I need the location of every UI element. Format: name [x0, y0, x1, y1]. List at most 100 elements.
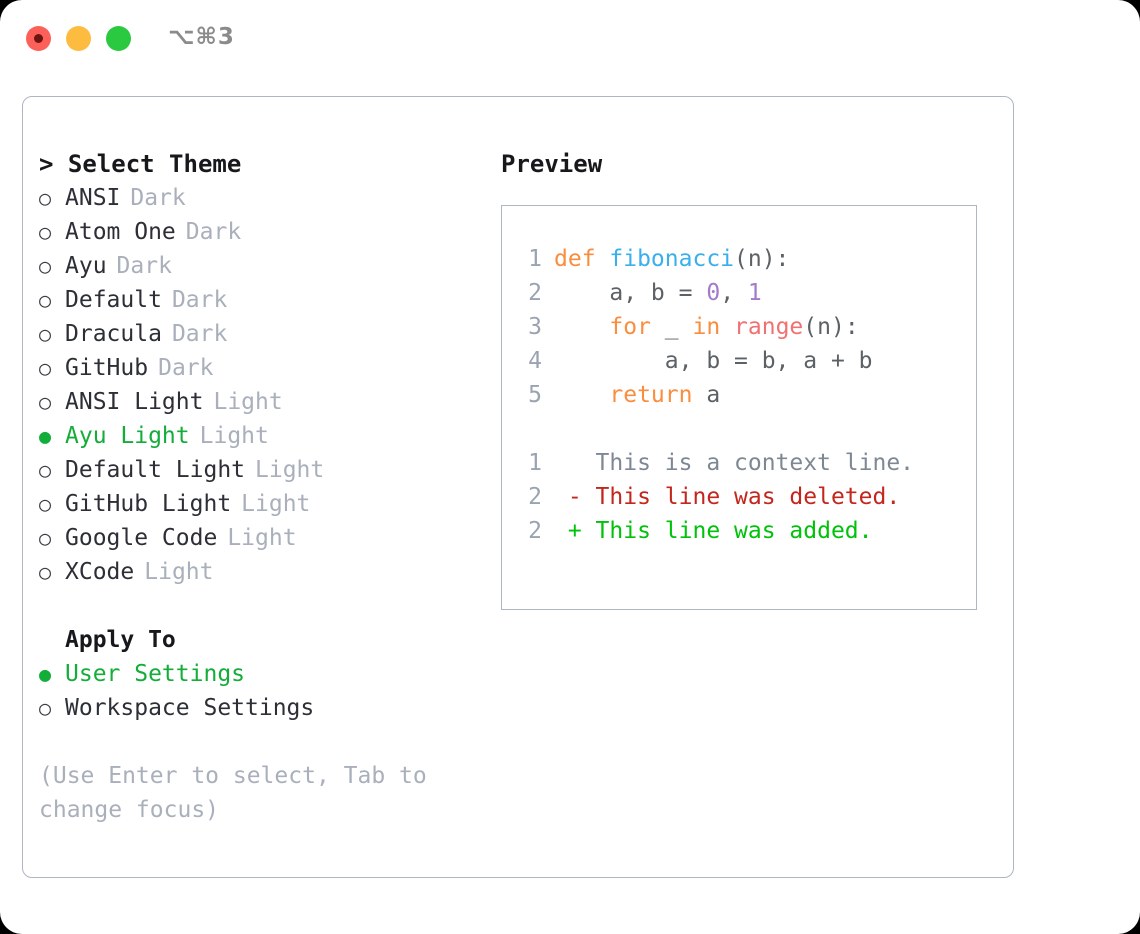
code-text: a, b = 0, 1	[554, 276, 762, 310]
code-token-call: range	[734, 314, 804, 340]
radio-unselected-icon: ○	[39, 560, 52, 584]
theme-option-row[interactable]: ○ GitHub Dark	[39, 351, 509, 385]
radio-unselected-icon: ○	[39, 220, 52, 244]
title-bar: ⌥⌘3	[0, 0, 1140, 78]
code-text: return a	[554, 378, 720, 412]
line-number: 3	[528, 314, 542, 340]
code-token-plain: (n):	[803, 314, 859, 340]
diff-text-del: - This line was deleted.	[554, 484, 901, 510]
theme-option-label: ANSI	[65, 185, 121, 211]
radio-unselected-icon: ○	[39, 696, 52, 720]
code-token-plain	[554, 314, 609, 340]
code-line: 2 a, b = 0, 1	[514, 276, 976, 310]
code-token-plain: ,	[720, 280, 748, 306]
apply-to-heading: Apply To	[65, 627, 176, 653]
theme-option-variant: Light	[255, 457, 325, 483]
radio-selected-icon: ●	[39, 662, 52, 686]
theme-option-label: GitHub	[65, 355, 149, 381]
code-line: 4 a, b = b, a + b	[514, 344, 976, 378]
code-token-plain: a, b = b, a + b	[554, 348, 873, 374]
theme-option-row[interactable]: ○ GitHub Light Light	[39, 487, 509, 521]
line-number: 1	[528, 246, 542, 272]
apply-to-option-row[interactable]: ●User Settings	[39, 657, 509, 691]
theme-option-row[interactable]: ○ Ayu Dark	[39, 249, 509, 283]
window-controls	[26, 26, 131, 51]
theme-option-label: Default Light	[65, 457, 246, 483]
code-token-kw: def	[554, 246, 610, 272]
close-button[interactable]	[26, 26, 51, 51]
radio-unselected-icon: ○	[39, 254, 52, 278]
code-token-fn: fibonacci	[609, 246, 735, 272]
line-number: 1	[528, 450, 542, 476]
code-token-plain: _	[650, 314, 693, 340]
code-text: a, b = b, a + b	[554, 344, 873, 378]
code-token-num: 1	[747, 280, 762, 306]
keyboard-shortcut-label: ⌥⌘3	[168, 24, 235, 50]
theme-option-label: XCode	[65, 559, 135, 585]
line-number: 2	[528, 280, 542, 306]
theme-option-row[interactable]: ○ ANSI Light Light	[39, 385, 509, 419]
theme-option-variant: Dark	[171, 287, 228, 313]
theme-option-variant: Dark	[171, 321, 228, 347]
theme-option-label: ANSI Light	[65, 389, 204, 415]
diff-line: 1 This is a context line.	[514, 446, 976, 480]
code-text: def fibonacci(n):	[554, 242, 789, 276]
code-token-plain: (n):	[734, 246, 790, 272]
radio-unselected-icon: ○	[39, 526, 52, 550]
diff-line: 2 + This line was added.	[514, 514, 976, 548]
theme-option-variant: Dark	[130, 185, 186, 211]
theme-option-row[interactable]: ○ Dracula Dark	[39, 317, 509, 351]
code-token-plain: a, b =	[554, 280, 707, 306]
apply-to-option-row[interactable]: ○ Workspace Settings	[39, 691, 509, 725]
code-text: for _ in range(n):	[554, 310, 859, 344]
radio-unselected-icon: ○	[39, 322, 52, 346]
theme-option-label: Ayu Light	[65, 423, 190, 449]
apply-to-list: ●User Settings ○ Workspace Settings	[39, 657, 509, 725]
theme-option-variant: Light	[144, 559, 214, 585]
theme-option-variant: Dark	[158, 355, 214, 381]
line-number: 5	[528, 382, 542, 408]
theme-option-variant: Light	[241, 491, 311, 517]
theme-option-row[interactable]: ○ XCode Light	[39, 555, 509, 589]
theme-option-variant: Dark	[116, 253, 172, 279]
theme-option-variant: Light	[227, 525, 297, 551]
theme-option-variant: Dark	[185, 219, 242, 245]
radio-unselected-icon: ○	[39, 288, 52, 312]
code-line: 3 for _ in range(n):	[514, 310, 976, 344]
line-number: 2	[528, 518, 542, 544]
code-token-kw: in	[692, 314, 721, 340]
theme-option-label: GitHub Light	[65, 491, 232, 517]
diff-sample: 1 This is a context line. 2 - This line w…	[514, 446, 976, 548]
code-token-plain	[720, 314, 734, 340]
radio-unselected-icon: ○	[39, 356, 52, 380]
theme-option-label: Ayu	[65, 253, 107, 279]
radio-selected-icon: ●	[39, 424, 52, 448]
radio-unselected-icon: ○	[39, 492, 52, 516]
apply-to-option-label: Workspace Settings	[65, 695, 315, 721]
line-number: 4	[528, 348, 542, 374]
select-theme-heading: > Select Theme	[39, 150, 242, 178]
code-token-plain: a	[692, 382, 721, 408]
code-token-kw: return	[609, 382, 693, 408]
zoom-button[interactable]	[106, 26, 131, 51]
theme-option-row[interactable]: ○ ANSI Dark	[39, 181, 509, 215]
line-number: 2	[528, 484, 542, 510]
radio-unselected-icon: ○	[39, 390, 52, 414]
keyboard-hint-text: (Use Enter to select, Tab to change focu…	[39, 763, 427, 823]
code-line: 5 return a	[514, 378, 976, 412]
radio-unselected-icon: ○	[39, 186, 52, 210]
theme-option-label: Dracula	[65, 321, 162, 347]
minimize-button[interactable]	[66, 26, 91, 51]
theme-option-variant: Light	[213, 389, 283, 415]
preview-heading: Preview	[501, 150, 603, 178]
